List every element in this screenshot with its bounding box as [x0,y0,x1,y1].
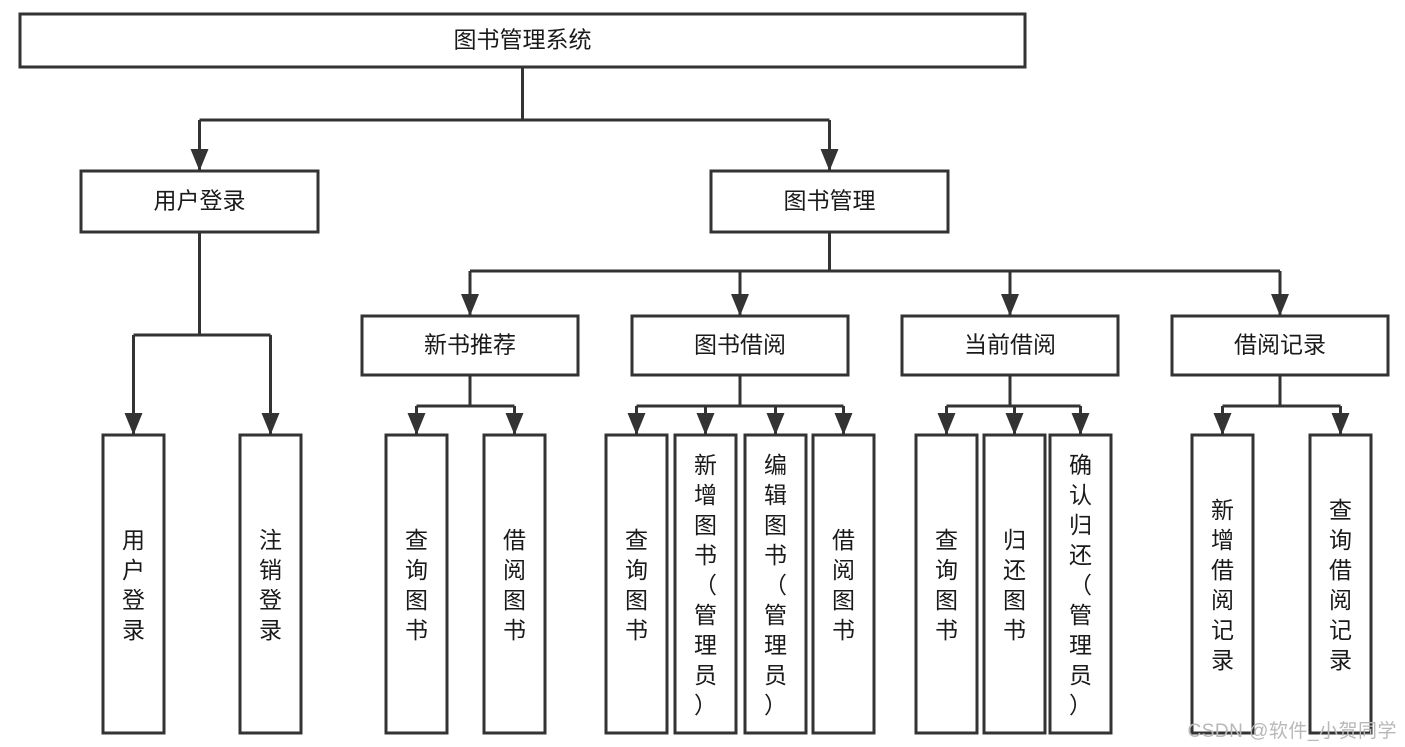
node-box[interactable] [982,433,1047,735]
node-label: 借阅记录 [1234,332,1326,358]
leaf-node-leaf-add-book[interactable]: 新增图书（管理员） [673,433,738,735]
node-label: 图书借阅 [694,332,786,358]
node-box[interactable] [482,433,547,735]
level3-node-new-book-recommend[interactable]: 新书推荐 [360,314,580,377]
node-label: 确认归还（管理员） [1069,452,1092,718]
leaf-node-leaf-user-login[interactable]: 用户登录 [101,433,166,735]
node-box[interactable] [673,433,738,735]
level2-node-user-login[interactable]: 用户登录 [79,169,320,234]
leaf-node-leaf-borrow-book-recommend[interactable]: 借阅图书 [482,433,547,735]
node-box[interactable] [743,433,808,735]
node-box[interactable] [1308,433,1373,735]
csdn-watermark: CSDN @软件_小贺同学 [1187,721,1397,742]
leaf-node-leaf-confirm-return[interactable]: 确认归还（管理员） [1048,433,1113,735]
node-label: 查询图书 [625,527,648,643]
leaf-node-leaf-logout[interactable]: 注销登录 [238,433,303,735]
node-box[interactable] [811,433,876,735]
node-box[interactable] [79,169,320,234]
node-label: 编辑图书（管理员） [764,452,787,718]
node-box[interactable] [238,433,303,735]
node-label: 查询图书 [405,527,428,643]
level3-node-book-borrow[interactable]: 图书借阅 [630,314,850,377]
nodes-layer: 图书管理系统用户登录图书管理新书推荐图书借阅当前借阅借阅记录用户登录注销登录查询… [18,12,1390,735]
node-box[interactable] [604,433,669,735]
connectors-layer [124,67,1350,435]
leaf-node-leaf-edit-book[interactable]: 编辑图书（管理员） [743,433,808,735]
leaf-node-leaf-return-book[interactable]: 归还图书 [982,433,1047,735]
node-box[interactable] [1048,433,1113,735]
node-label: 查询借阅记录 [1329,497,1352,673]
node-label: 归还图书 [1003,527,1026,643]
node-box[interactable] [1190,433,1255,735]
level3-node-borrow-record[interactable]: 借阅记录 [1170,314,1390,377]
node-label: 图书管理 [784,188,876,214]
node-label: 用户登录 [122,527,145,643]
node-box[interactable] [709,169,950,234]
leaf-node-leaf-borrow-book[interactable]: 借阅图书 [811,433,876,735]
node-box[interactable] [630,314,850,377]
root-node-root[interactable]: 图书管理系统 [18,12,1027,69]
leaf-node-leaf-query-book-current[interactable]: 查询图书 [914,433,979,735]
node-label: 新增图书（管理员） [694,452,717,718]
leaf-node-leaf-query-borrow-record[interactable]: 查询借阅记录 [1308,433,1373,735]
node-box[interactable] [1170,314,1390,377]
node-label: 查询图书 [935,527,958,643]
node-box[interactable] [384,433,449,735]
leaf-node-leaf-add-borrow-record[interactable]: 新增借阅记录 [1190,433,1255,735]
node-label: 用户登录 [154,188,246,214]
node-box[interactable] [101,433,166,735]
node-box[interactable] [18,12,1027,69]
node-box[interactable] [900,314,1120,377]
node-label: 图书管理系统 [454,27,592,53]
leaf-node-leaf-query-book-borrow[interactable]: 查询图书 [604,433,669,735]
node-label: 新增借阅记录 [1211,497,1234,673]
node-box[interactable] [914,433,979,735]
node-label: 新书推荐 [424,332,516,358]
level2-node-book-management[interactable]: 图书管理 [709,169,950,234]
node-box[interactable] [360,314,580,377]
node-label: 注销登录 [259,527,282,643]
node-label: 当前借阅 [964,332,1056,358]
node-label: 借阅图书 [832,527,855,643]
level3-node-current-borrow[interactable]: 当前借阅 [900,314,1120,377]
leaf-node-leaf-query-book-recommend[interactable]: 查询图书 [384,433,449,735]
node-label: 借阅图书 [503,527,526,643]
